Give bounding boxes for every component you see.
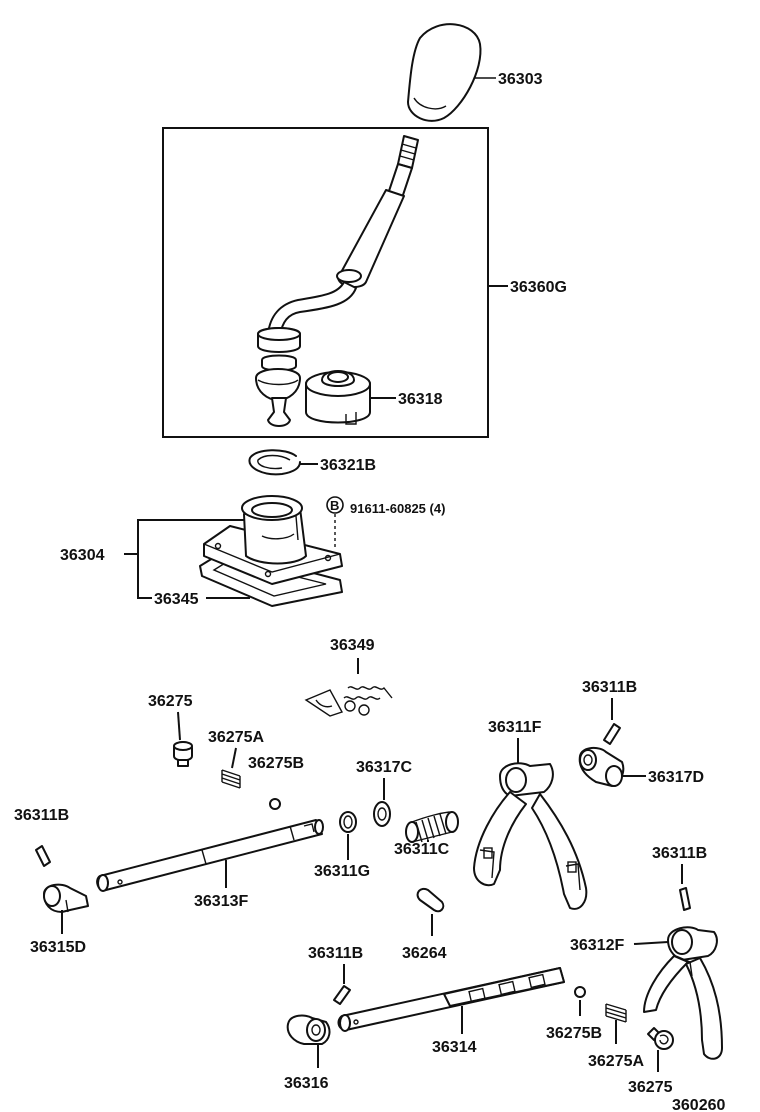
label-36349: 36349 bbox=[330, 637, 375, 654]
shift-head-36317D bbox=[578, 746, 625, 787]
label-36311G: 36311G bbox=[314, 863, 370, 880]
label-36275-bottom: 36275 bbox=[628, 1079, 673, 1096]
label-36311B-top-right: 36311B bbox=[582, 679, 637, 696]
lever-retainer-36304 bbox=[199, 495, 343, 607]
shift-head-36315D bbox=[43, 883, 89, 913]
ball-36275B-top bbox=[269, 798, 281, 810]
shift-head-36316 bbox=[286, 1014, 331, 1045]
label-36275A-top: 36275A bbox=[208, 729, 264, 746]
interlock-pin-36264 bbox=[416, 888, 445, 913]
label-36275B-top: 36275B bbox=[248, 755, 304, 772]
label-36317C: 36317C bbox=[356, 759, 412, 776]
spring-36275A-top bbox=[221, 769, 241, 789]
plug-36275-top bbox=[173, 741, 193, 767]
shift-knob bbox=[407, 23, 482, 122]
label-36312F: 36312F bbox=[570, 937, 624, 954]
label-36264: 36264 bbox=[402, 945, 447, 962]
pin-36311B-right bbox=[679, 887, 691, 911]
label-36318: 36318 bbox=[398, 391, 443, 408]
label-36311F: 36311F bbox=[488, 719, 542, 736]
label-36304: 36304 bbox=[60, 547, 105, 564]
figure-code: 360260 bbox=[672, 1097, 725, 1112]
pin-36311B-top-right bbox=[603, 723, 621, 745]
label-91611-60825: 91611-60825 (4) bbox=[350, 501, 445, 516]
pin-36311B-bottom bbox=[333, 985, 351, 1005]
pin-36311B-left bbox=[35, 845, 51, 867]
label-36311C: 36311C bbox=[394, 841, 450, 858]
label-36275-top: 36275 bbox=[148, 693, 193, 710]
bolt-callout: B bbox=[326, 496, 344, 548]
label-36275B-bottom: 36275B bbox=[546, 1025, 602, 1042]
label-36313F: 36313F bbox=[194, 893, 248, 910]
label-36321B: 36321B bbox=[320, 457, 376, 474]
label-36311B-right: 36311B bbox=[652, 845, 707, 862]
ring-36311G bbox=[339, 811, 357, 833]
label-36317D: 36317D bbox=[648, 769, 704, 786]
label-36314: 36314 bbox=[432, 1039, 477, 1056]
label-36311B-bottom: 36311B bbox=[308, 945, 363, 962]
bolt-symbol: B bbox=[330, 498, 339, 513]
label-36275A-bottom: 36275A bbox=[588, 1053, 644, 1070]
spring-36275A-bottom bbox=[605, 1003, 627, 1023]
spring-pair-36349 bbox=[304, 686, 393, 717]
label-36345: 36345 bbox=[154, 591, 199, 608]
label-36315D: 36315D bbox=[30, 939, 86, 956]
shift-lever-assembly-box bbox=[162, 127, 489, 438]
shift-fork-36311F bbox=[473, 762, 588, 910]
label-36316: 36316 bbox=[284, 1075, 329, 1092]
label-36303: 36303 bbox=[498, 71, 543, 88]
label-36311B-left: 36311B bbox=[14, 807, 69, 824]
spring-36311C bbox=[405, 811, 459, 843]
washer-36317C bbox=[373, 801, 391, 827]
shift-shaft-36314 bbox=[337, 967, 565, 1032]
lever-seat-36318 bbox=[305, 370, 371, 425]
ball-36275B-bottom bbox=[574, 986, 586, 998]
shift-shaft-36313F bbox=[96, 819, 324, 892]
label-36360G: 36360G bbox=[510, 279, 567, 296]
snap-ring-36321B bbox=[248, 449, 301, 476]
shift-fork-36312F bbox=[643, 926, 723, 1060]
shift-lever bbox=[255, 135, 419, 427]
plug-36275-bottom bbox=[647, 1027, 674, 1050]
